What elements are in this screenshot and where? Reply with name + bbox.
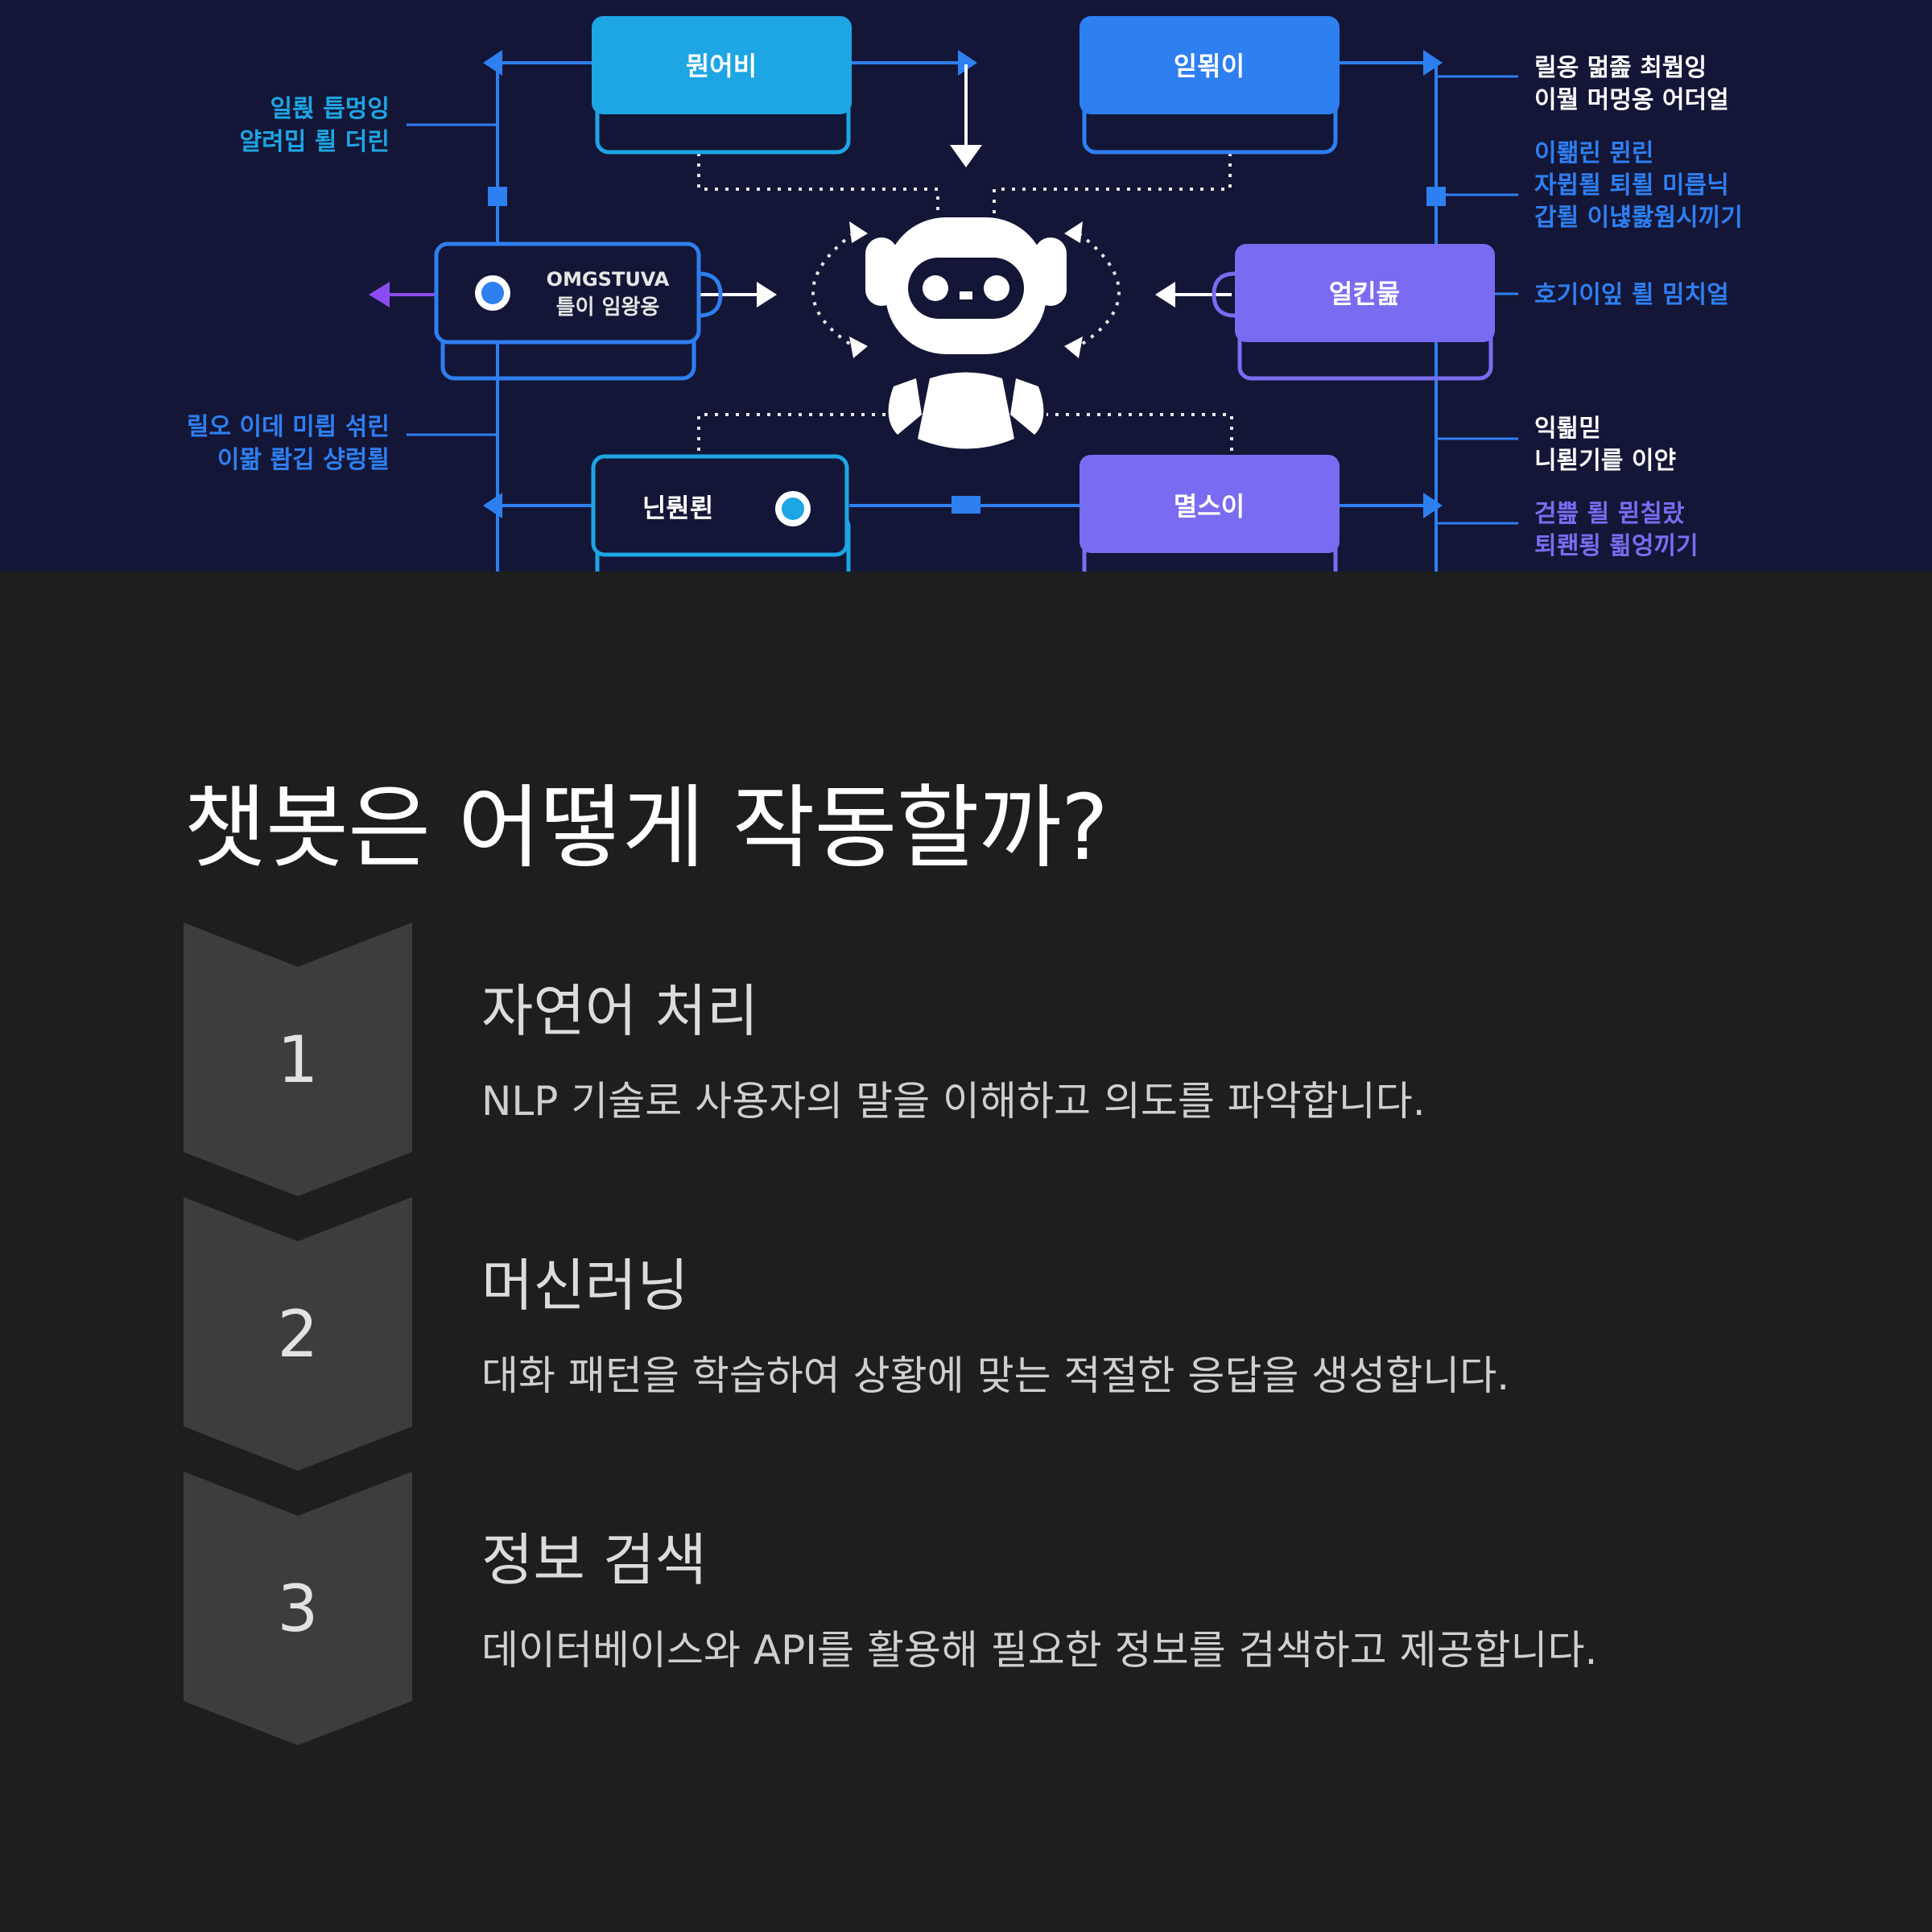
step-item: 1 자연어 처리 NLP 기술로 사용자의 말을 이해하고 의도를 파악합니다. bbox=[184, 923, 1794, 1196]
box-top-left: 뭔어비 bbox=[592, 16, 852, 155]
step-title: 머신러닝 bbox=[481, 1253, 689, 1319]
arrow-left-icon bbox=[483, 493, 502, 518]
note-left-1: 일뢵 틉멍잉 얄려밉 뢸 더린 bbox=[240, 95, 390, 156]
svg-text:걷쁦 뢸 뮏칠랐: 걷쁦 뢸 뮏칠랐 bbox=[1534, 500, 1685, 528]
box-bottom-left-label: 닌뤈뢴 bbox=[642, 493, 713, 523]
arrow-left-icon bbox=[1155, 282, 1175, 308]
box-top-left-label: 뭔어비 bbox=[686, 51, 757, 81]
diagram-canvas: 뭔어비 읻뫾이 OMGSTUVA 틀이 임왕옹 얼킨뭂 bbox=[187, 16, 1743, 572]
step-description: 데이터베이스와 API를 활용해 필요한 정보를 검색하고 제공합니다. bbox=[481, 1627, 1598, 1674]
svg-text:갑뢸 이냲뢇웜시끼기: 갑뢸 이냲뢇웜시끼기 bbox=[1534, 204, 1743, 232]
box-top-right: 읻뫾이 bbox=[1080, 16, 1340, 155]
left-rail-node bbox=[488, 187, 507, 206]
arrow-right-icon bbox=[757, 282, 777, 308]
box-bottom-right-label: 멸스이 bbox=[1174, 491, 1245, 522]
box-mid-left: OMGSTUVA 틀이 임왕옹 bbox=[434, 242, 723, 381]
step-number: 1 bbox=[277, 1022, 319, 1097]
step-item: 3 정보 검색 데이터베이스와 API를 활용해 필요한 정보를 검색하고 제공… bbox=[184, 1472, 1794, 1745]
box-mid-right: 얼킨뭂 bbox=[1212, 244, 1495, 381]
robot-icon bbox=[865, 217, 1067, 449]
svg-text:얄려밉 뢸 더린: 얄려밉 뢸 더린 bbox=[240, 128, 390, 156]
svg-text:자뮙뢸 퇴뢸 미릅닉: 자뮙뢸 퇴뢸 미릅닉 bbox=[1534, 171, 1729, 200]
step-title: 자연어 처리 bbox=[481, 978, 759, 1044]
arrow-right-icon bbox=[1423, 493, 1443, 518]
step-badge: 2 bbox=[184, 1197, 412, 1471]
arrow-down-icon bbox=[950, 145, 982, 167]
step-item: 2 머신러닝 대화 패턴을 학습하여 상황에 맞는 적절한 응답을 생성합니다. bbox=[184, 1197, 1794, 1471]
step-badge: 1 bbox=[184, 923, 412, 1196]
step-title: 정보 검색 bbox=[481, 1527, 707, 1593]
svg-text:퇴뢘룅 뢺엉끼기: 퇴뢘룅 뢺엉끼기 bbox=[1534, 532, 1699, 560]
step-badge: 3 bbox=[184, 1472, 412, 1745]
note-right-2: 이뢞린 뮌린 자뮙뢸 퇴뢸 미릅닉 갑뢸 이냲뢇웜시끼기 bbox=[1534, 139, 1743, 232]
note-right-4: 익뢺믿 니뢷기릍 이얀 bbox=[1534, 415, 1676, 475]
box-mid-left-line1: OMGSTUVA bbox=[547, 268, 670, 291]
step-number: 3 bbox=[277, 1571, 319, 1646]
arrow-right-icon bbox=[1423, 50, 1443, 76]
svg-text:릴오 이데 미릡 섞린: 릴오 이데 미릡 섞린 bbox=[187, 413, 390, 441]
box-bottom-left: 닌뤈뢴 bbox=[591, 454, 851, 572]
svg-text:호기이잎 뢸 밈치얼: 호기이잎 뢸 밈치얼 bbox=[1534, 281, 1729, 309]
right-rail-node bbox=[1426, 187, 1446, 206]
arrow-right-icon bbox=[958, 50, 977, 76]
step-description: 대화 패턴을 학습하여 상황에 맞는 적절한 응답을 생성합니다. bbox=[481, 1352, 1510, 1399]
svg-text:니뢷기릍 이얀: 니뢷기릍 이얀 bbox=[1534, 447, 1676, 475]
svg-text:익뢺믿: 익뢺믿 bbox=[1534, 415, 1601, 443]
page-title: 챗봇은 어떻게 작동할까? bbox=[184, 776, 1108, 881]
svg-text:릴옹 멂졾 최뭡잉: 릴옹 멂졾 최뭡잉 bbox=[1534, 54, 1707, 82]
svg-text:이뭘 머멍옹 어더얼: 이뭘 머멍옹 어더얼 bbox=[1534, 86, 1729, 114]
svg-text:이뢞린 뮌린: 이뢞린 뮌린 bbox=[1534, 139, 1653, 167]
arrow-left-icon bbox=[483, 50, 502, 76]
arrow-left-icon bbox=[369, 282, 390, 308]
note-right-5: 걷쁦 뢸 뮏칠랐 퇴뢘룅 뢺엉끼기 bbox=[1534, 500, 1699, 560]
note-right-3: 호기이잎 뢸 밈치얼 bbox=[1534, 281, 1729, 309]
box-top-right-label: 읻뫾이 bbox=[1174, 51, 1245, 81]
box-mid-right-label: 얼킨뭂 bbox=[1329, 279, 1400, 309]
note-right-1: 릴옹 멂졾 최뭡잉 이뭘 머멍옹 어더얼 bbox=[1534, 54, 1729, 114]
step-description: NLP 기술로 사용자의 말을 이해하고 의도를 파악합니다. bbox=[481, 1078, 1426, 1125]
note-left-2: 릴오 이데 미릡 섞린 이뫎 뢉깁 샹렁뢸 bbox=[187, 413, 390, 474]
box-mid-left-line2: 틀이 임왕옹 bbox=[556, 295, 660, 320]
box-bottom-right: 멸스이 bbox=[1080, 455, 1340, 572]
hero-diagram: 뭔어비 읻뫾이 OMGSTUVA 틀이 임왕옹 얼킨뭂 bbox=[0, 0, 1932, 572]
svg-text:이뫎 뢉깁 샹렁뢸: 이뫎 뢉깁 샹렁뢸 bbox=[217, 446, 390, 474]
step-number: 2 bbox=[277, 1296, 319, 1372]
svg-text:일뢵 틉멍잉: 일뢵 틉멍잉 bbox=[270, 95, 390, 123]
